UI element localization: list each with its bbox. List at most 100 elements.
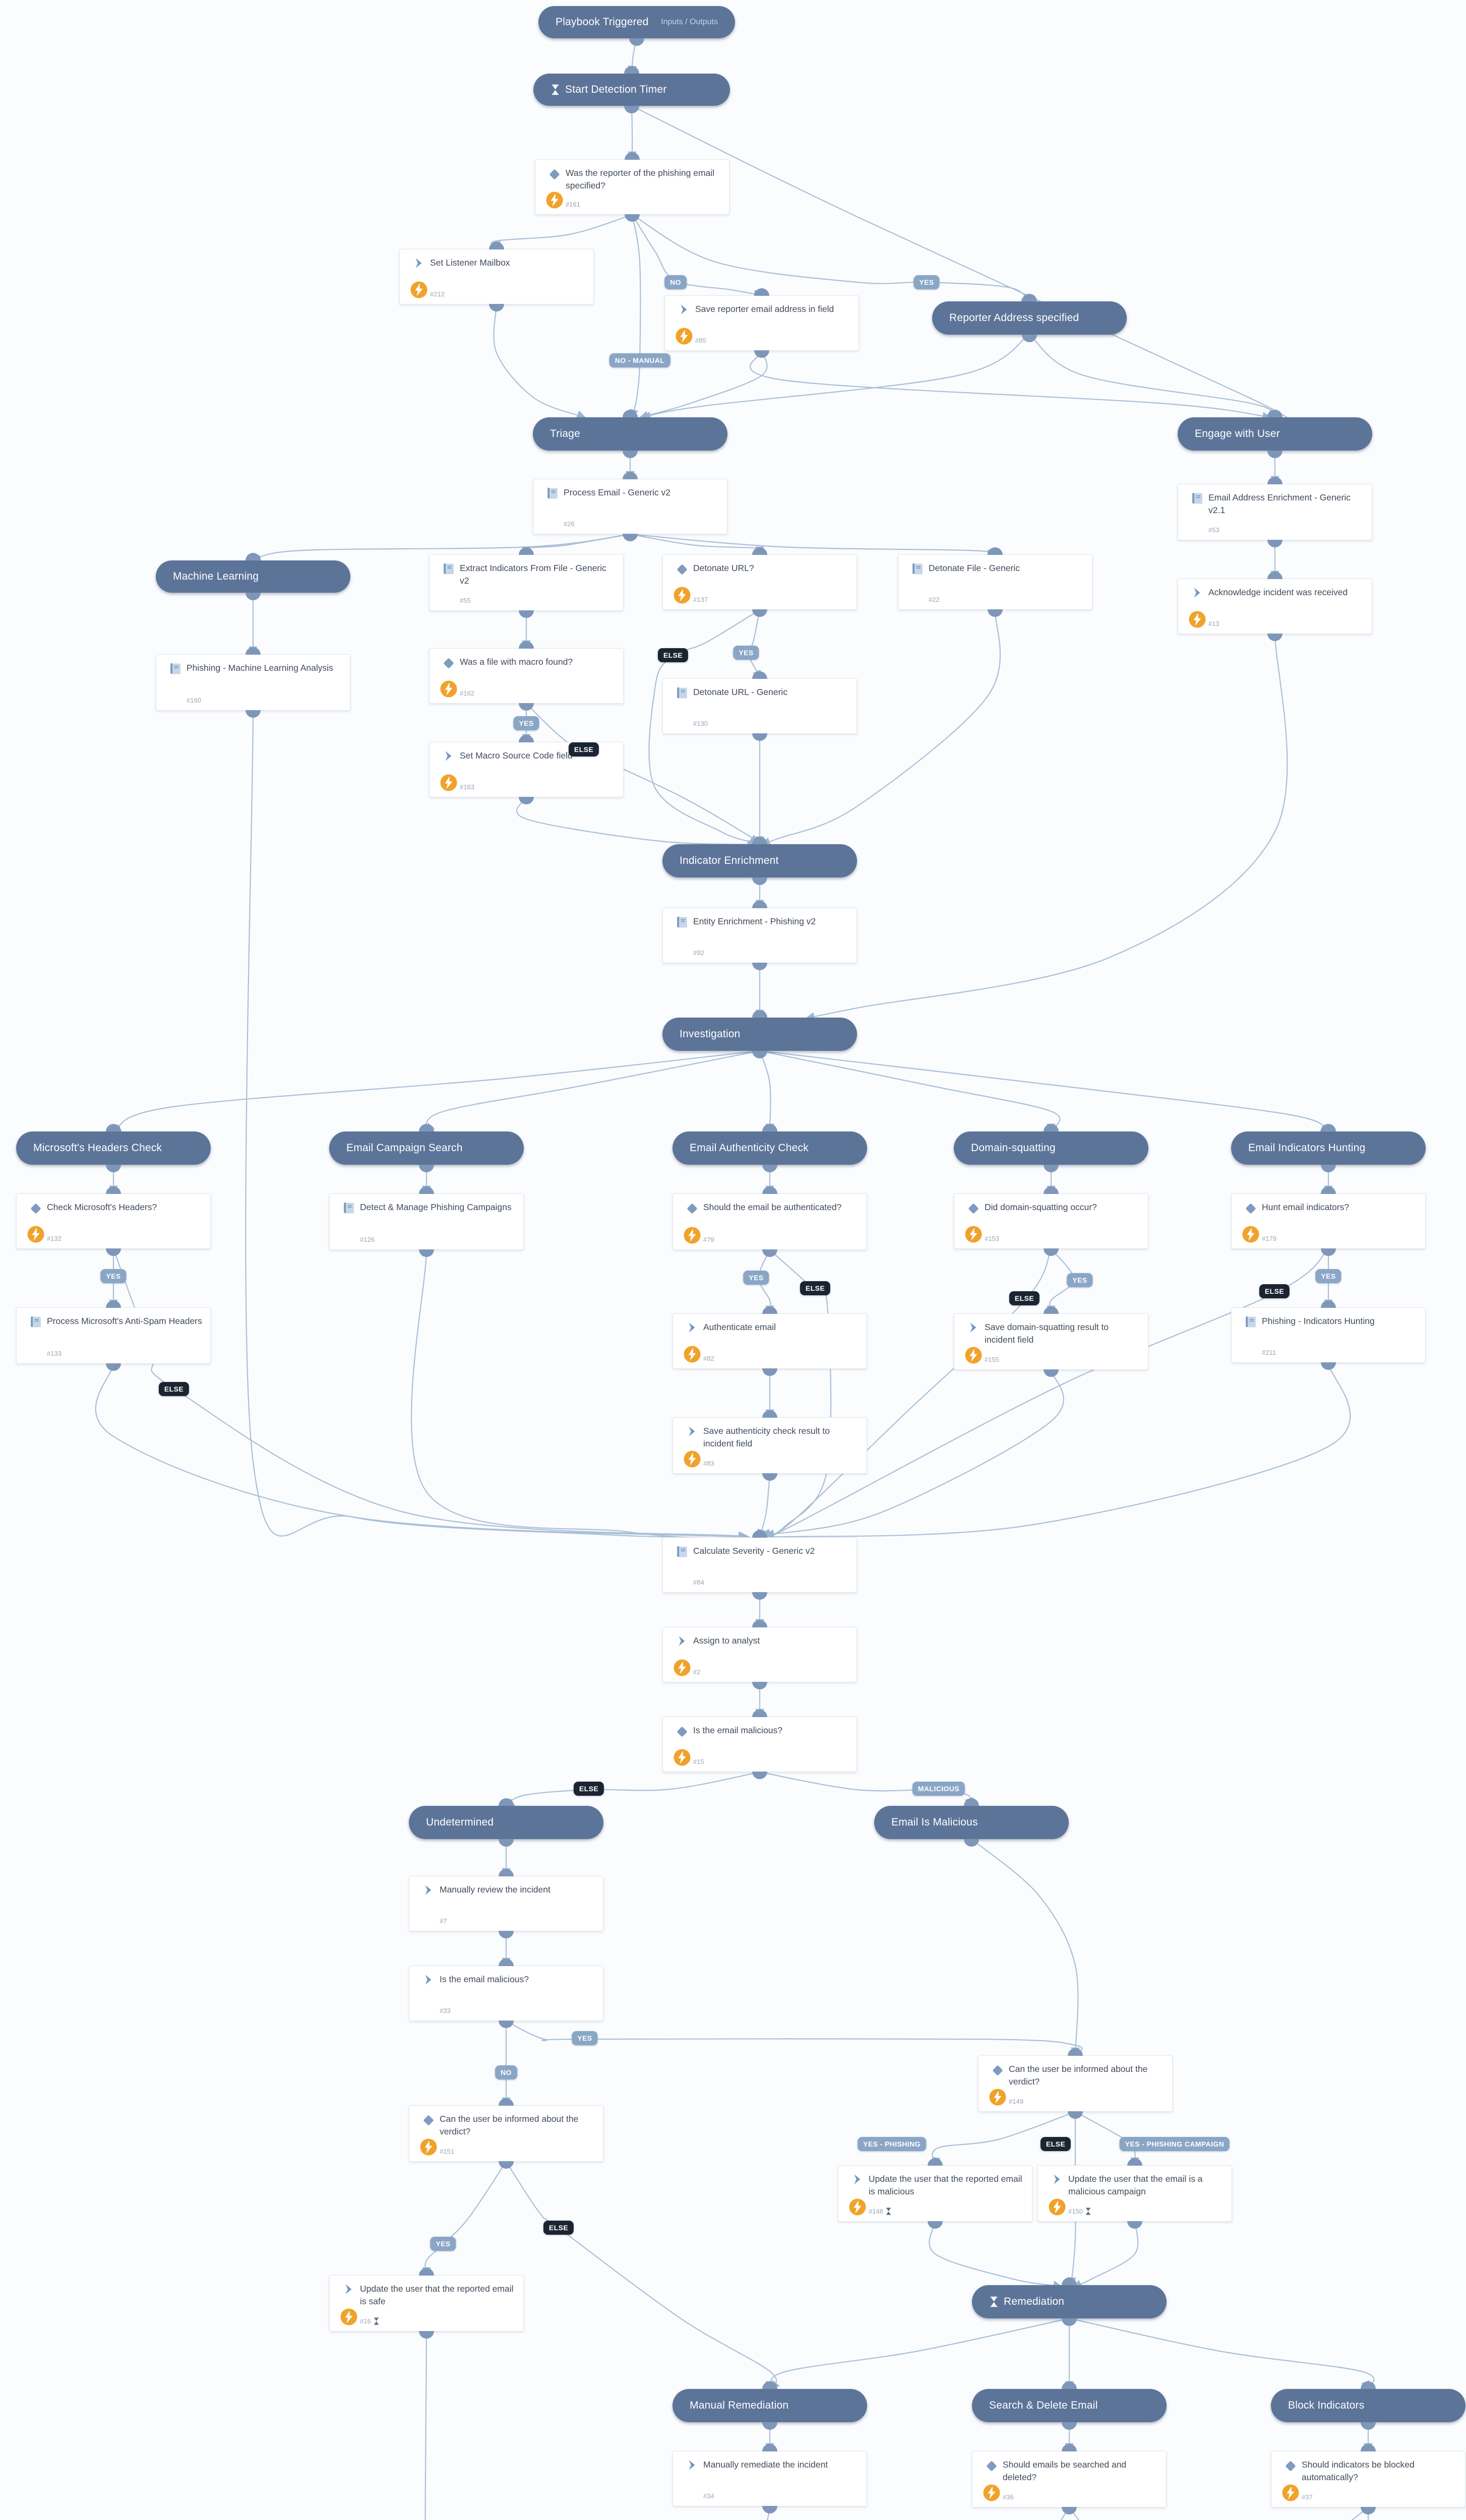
task-hunt-email-indicators-q[interactable]: Hunt email indicators?#179 bbox=[1231, 1186, 1426, 1256]
manual-icon bbox=[422, 1883, 435, 1897]
task-title: Manually remediate the incident bbox=[703, 2460, 828, 2470]
task-title: Email Address Enrichment - Generic v2.1 bbox=[1208, 492, 1351, 516]
section-email-indicators-hunting[interactable]: Email Indicators Hunting bbox=[1231, 1124, 1426, 1172]
task-is-email-malicious-2[interactable]: Is the email malicious?#33 bbox=[409, 1959, 603, 2028]
task-number: #162 bbox=[460, 689, 474, 697]
edge-label: YES bbox=[1315, 1269, 1341, 1283]
task-save-domain-squatting[interactable]: Save domain-squatting result to incident… bbox=[954, 1306, 1148, 1377]
task-macro-found-q[interactable]: Was a file with macro found? #162 bbox=[429, 641, 624, 711]
task-can-inform-verdict-right[interactable]: Can the user be informed about the verdi… bbox=[978, 2048, 1173, 2119]
condition-icon bbox=[28, 1201, 43, 1216]
manual-icon bbox=[676, 1634, 689, 1648]
task-extract-indicators[interactable]: Extract Indicators From File - Generic v… bbox=[429, 547, 624, 618]
task-process-anti-spam[interactable]: Process Microsoft's Anti-Spam Headers#13… bbox=[16, 1300, 211, 1371]
task-title: Set Macro Source Code field bbox=[460, 750, 573, 761]
condition-icon bbox=[990, 2063, 1005, 2078]
task-save-reporter-email[interactable]: Save reporter email address in field#85 bbox=[664, 288, 859, 358]
automation-bolt-icon bbox=[1242, 1225, 1260, 1243]
task-manually-remediate[interactable]: Manually remediate the incident #34 bbox=[673, 2444, 867, 2513]
section-machine-learning[interactable]: Machine Learning bbox=[156, 553, 350, 600]
manual-icon bbox=[1051, 2173, 1064, 2186]
task-acknowledge-incident[interactable]: Acknowledge incident was received#13 bbox=[1178, 572, 1372, 641]
inputs-outputs-link[interactable]: Inputs / Outputs bbox=[661, 18, 718, 26]
task-authenticate-email[interactable]: Authenticate email#82 bbox=[673, 1306, 867, 1376]
task-update-user-safe[interactable]: Update the user that the reported email … bbox=[329, 2268, 524, 2339]
task-is-email-malicious-1[interactable]: Is the email malicious?#15 bbox=[662, 1710, 857, 1779]
section-email-is-malicious[interactable]: Email Is Malicious bbox=[874, 1798, 1069, 1847]
task-title: Should emails be searched and deleted? bbox=[1003, 2460, 1127, 2483]
automation-bolt-icon bbox=[1188, 610, 1206, 628]
task-calculate-severity[interactable]: Calculate Severity - Generic v2#84 bbox=[662, 1530, 857, 1600]
section-email-campaign-search[interactable]: Email Campaign Search bbox=[329, 1124, 524, 1172]
task-number: #150 bbox=[1068, 2208, 1083, 2215]
section-label: Domain-squatting bbox=[971, 1142, 1056, 1154]
task-number: #161 bbox=[566, 201, 580, 208]
task-number: #149 bbox=[1009, 2098, 1023, 2105]
section-domain-squatting[interactable]: Domain-squatting bbox=[954, 1124, 1148, 1172]
task-title: Acknowledge incident was received bbox=[1208, 587, 1348, 597]
sla-timer-icon bbox=[885, 2208, 892, 2215]
task-should-authenticate-q[interactable]: Should the email be authenticated?#79 bbox=[673, 1186, 867, 1257]
edge-label: ELSE bbox=[573, 1782, 604, 1796]
sla-timer-icon bbox=[373, 2317, 380, 2325]
section-label: Email Campaign Search bbox=[346, 1142, 463, 1154]
condition-icon bbox=[441, 656, 456, 671]
playbook-icon bbox=[1190, 491, 1204, 506]
task-title: Was the reporter of the phishing email s… bbox=[566, 168, 715, 191]
section-triage[interactable]: Triage bbox=[533, 410, 727, 458]
task-assign-to-analyst[interactable]: Assign to analyst#2 bbox=[662, 1620, 857, 1689]
section-email-authenticity-check[interactable]: Email Authenticity Check bbox=[673, 1124, 867, 1172]
task-number: #160 bbox=[187, 697, 201, 704]
task-title: Should indicators be blocked automatical… bbox=[1302, 2460, 1415, 2483]
task-can-inform-verdict-left[interactable]: Can the user be informed about the verdi… bbox=[409, 2098, 603, 2169]
edge-label: ELSE bbox=[568, 742, 599, 757]
section-reporter-address-specified[interactable]: Reporter Address specified bbox=[932, 294, 1127, 342]
automation-bolt-icon bbox=[419, 2138, 438, 2156]
task-detonate-url-q[interactable]: Detonate URL?#137 bbox=[662, 547, 857, 617]
task-process-email[interactable]: Process Email - Generic v2#26 bbox=[533, 472, 727, 541]
task-manually-review[interactable]: Manually review the incident#7 bbox=[409, 1869, 603, 1938]
task-update-user-malicious[interactable]: Update the user that the reported email … bbox=[838, 2158, 1032, 2229]
task-detect-manage-campaigns[interactable]: Detect & Manage Phishing Campaigns#126 bbox=[329, 1186, 524, 1257]
task-entity-enrichment[interactable]: Entity Enrichment - Phishing v2#92 bbox=[662, 901, 857, 970]
section-start-detection-timer[interactable]: Start Detection Timer bbox=[533, 66, 730, 113]
section-undetermined[interactable]: Undetermined bbox=[409, 1798, 603, 1847]
section-investigation[interactable]: Investigation bbox=[662, 1010, 857, 1058]
task-should-search-delete-q[interactable]: Should emails be searched and deleted?#3… bbox=[972, 2444, 1167, 2514]
section-remediation[interactable]: Remediation bbox=[972, 2278, 1167, 2326]
task-set-listener-mailbox[interactable]: Set Listener Mailbox#212 bbox=[399, 242, 594, 311]
edge-label: YES bbox=[100, 1269, 127, 1283]
edge-label: ELSE bbox=[158, 1382, 190, 1396]
task-phishing-indicators-hunting[interactable]: Phishing - Indicators Hunting#211 bbox=[1231, 1300, 1426, 1370]
task-save-authenticity[interactable]: Save authenticity check result to incide… bbox=[673, 1410, 867, 1481]
task-email-address-enrichment[interactable]: Email Address Enrichment - Generic v2.1#… bbox=[1178, 477, 1372, 547]
edge-connector bbox=[491, 214, 633, 250]
edge-connector bbox=[639, 350, 768, 420]
section-label: Indicator Enrichment bbox=[680, 855, 779, 866]
edge-connector bbox=[805, 634, 1288, 1021]
section-manual-remediation[interactable]: Manual Remediation bbox=[673, 2381, 867, 2430]
task-number: #34 bbox=[703, 2492, 714, 2500]
edge-connector bbox=[506, 2161, 777, 2390]
task-title: Is the email malicious? bbox=[693, 1725, 783, 1735]
section-indicator-enrichment[interactable]: Indicator Enrichment bbox=[662, 837, 857, 885]
edge-label: YES - PHISHING CAMPAIGN bbox=[1119, 2137, 1230, 2151]
task-was-reporter-specified[interactable]: Was the reporter of the phishing email s… bbox=[535, 152, 729, 222]
task-check-ms-headers-q[interactable]: Check Microsoft's Headers?#132 bbox=[16, 1186, 211, 1256]
section-search-delete-email[interactable]: Search & Delete Email bbox=[972, 2381, 1167, 2430]
task-should-block-q[interactable]: Should indicators be blocked automatical… bbox=[1271, 2444, 1465, 2514]
section-engage-with-user[interactable]: Engage with User bbox=[1178, 410, 1372, 458]
task-detonate-file[interactable]: Detonate File - Generic#22 bbox=[898, 547, 1092, 617]
hourglass-icon bbox=[989, 2296, 999, 2307]
task-title: Save domain-squatting result to incident… bbox=[985, 1322, 1109, 1345]
section-block-indicators[interactable]: Block Indicators bbox=[1271, 2381, 1465, 2430]
section-ms-headers-check[interactable]: Microsoft's Headers Check bbox=[16, 1124, 211, 1172]
task-number: #179 bbox=[1262, 1235, 1276, 1242]
task-did-domain-squatting-q[interactable]: Did domain-squatting occur?#153 bbox=[954, 1186, 1148, 1256]
task-detonate-url-generic[interactable]: Detonate URL - Generic#130 bbox=[662, 671, 857, 741]
task-update-user-campaign[interactable]: Update the user that the email is a mali… bbox=[1037, 2158, 1232, 2229]
task-title: Was a file with macro found? bbox=[460, 657, 573, 667]
task-phishing-ml-analysis[interactable]: Phishing - Machine Learning Analysis#160 bbox=[156, 647, 350, 718]
